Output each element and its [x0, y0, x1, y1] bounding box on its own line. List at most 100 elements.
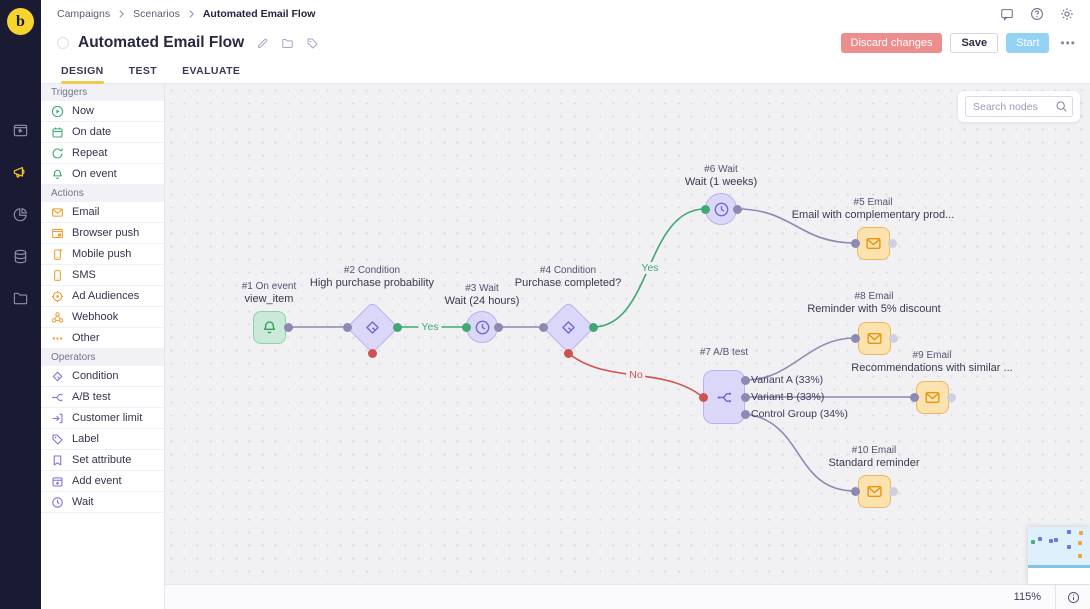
pencil-icon[interactable] [256, 37, 269, 50]
palette-section-operators: Operators [41, 349, 164, 366]
breadcrumb-item-scenarios[interactable]: Scenarios [133, 8, 180, 20]
rail-item-folder[interactable] [0, 277, 41, 319]
port-dot[interactable] [563, 348, 573, 358]
brand-logo[interactable]: b [7, 8, 34, 35]
edge[interactable] [736, 208, 856, 244]
edge[interactable] [567, 352, 704, 398]
minimap-node-dot [1079, 531, 1083, 535]
action-buttons: Discard changes Save Start ••• [840, 33, 1076, 53]
tab-test[interactable]: TEST [128, 64, 158, 77]
rail-item-pie-chart[interactable] [0, 193, 41, 235]
palette-item-mobile-push[interactable]: Mobile push [41, 244, 164, 265]
palette-item-on-event[interactable]: On event [41, 164, 164, 185]
save-button[interactable]: Save [950, 33, 999, 53]
port-dot[interactable] [909, 392, 919, 402]
comment-icon[interactable] [1000, 7, 1014, 21]
breadcrumb-item-campaigns[interactable]: Campaigns [57, 8, 111, 20]
node-3-wait[interactable] [466, 311, 498, 343]
port-dot[interactable] [283, 322, 293, 332]
palette-item-a-b-test[interactable]: A/B test [41, 387, 164, 408]
palette-item-ad-audiences[interactable]: Ad Audiences [41, 286, 164, 307]
rail-item-database[interactable] [0, 235, 41, 277]
palette-item-sms[interactable]: SMS [41, 265, 164, 286]
port-dot[interactable] [367, 348, 377, 358]
gear-icon[interactable] [1060, 7, 1074, 21]
node-2-condition[interactable] [345, 300, 399, 354]
breadcrumb-item-automated-email-flow[interactable]: Automated Email Flow [202, 8, 316, 20]
node-7-a-b-test[interactable] [703, 370, 745, 424]
port-dot[interactable] [493, 322, 503, 332]
clock-icon [51, 496, 64, 509]
port-dot[interactable] [698, 392, 708, 402]
rail-item-app-window[interactable] [0, 109, 41, 151]
palette-item-browser-push[interactable]: Browser push [41, 223, 164, 244]
folder-small-icon[interactable] [281, 37, 294, 50]
palette-item-label: On event [72, 168, 117, 180]
port-dot[interactable] [850, 238, 860, 248]
info-icon[interactable] [1056, 591, 1090, 604]
help-icon[interactable] [1030, 7, 1044, 21]
port-dot[interactable] [342, 322, 352, 332]
tab-evaluate[interactable]: EVALUATE [182, 64, 241, 77]
minimap-viewport[interactable] [1028, 527, 1090, 568]
port-dot[interactable] [850, 486, 860, 496]
node-8-email[interactable] [857, 321, 891, 355]
port-dot[interactable] [700, 204, 710, 214]
port-dot[interactable] [887, 238, 897, 248]
node-1-on-event[interactable] [252, 310, 286, 344]
port-dot[interactable] [538, 322, 548, 332]
palette-item-customer-limit[interactable]: Customer limit [41, 408, 164, 429]
palette-item-webhook[interactable]: Webhook [41, 307, 164, 328]
port-dot[interactable] [946, 392, 956, 402]
node-5-email[interactable] [856, 226, 890, 260]
minimap-node-dot [1067, 545, 1071, 549]
palette-item-email[interactable]: Email [41, 202, 164, 223]
top-bar: Campaigns Scenarios Automated Email Flow [41, 0, 1090, 28]
more-options-button[interactable]: ••• [1060, 36, 1076, 50]
rail-item-megaphone[interactable] [0, 151, 41, 193]
palette-item-repeat[interactable]: Repeat [41, 143, 164, 164]
port-dot[interactable] [740, 392, 750, 402]
palette-item-condition[interactable]: Condition [41, 366, 164, 387]
port-dot[interactable] [392, 322, 402, 332]
envelope-icon [924, 389, 941, 406]
port-dot[interactable] [740, 375, 750, 385]
port-dot[interactable] [850, 333, 860, 343]
tab-design[interactable]: DESIGN [61, 58, 104, 84]
palette-item-label: Label [72, 433, 99, 445]
edge[interactable] [744, 337, 856, 381]
palette-item-add-event[interactable]: Add event [41, 471, 164, 492]
edge[interactable] [744, 413, 856, 492]
palette-item-on-date[interactable]: On date [41, 122, 164, 143]
start-button[interactable]: Start [1006, 33, 1050, 53]
palette-item-now[interactable]: Now [41, 101, 164, 122]
topbar-icons [1000, 7, 1074, 21]
palette-item-other[interactable]: Other [41, 328, 164, 349]
palette-item-label: Other [72, 332, 100, 344]
node-10-email[interactable] [857, 474, 891, 508]
palette-item-set-attribute[interactable]: Set attribute [41, 450, 164, 471]
zoom-level[interactable]: 115% [1013, 591, 1041, 603]
port-dot[interactable] [740, 409, 750, 419]
divider [1055, 585, 1056, 609]
breadcrumb-separator [188, 9, 195, 19]
port-dot[interactable] [461, 322, 471, 332]
port-dot[interactable] [588, 322, 598, 332]
node-4-condition[interactable] [541, 300, 595, 354]
minimap[interactable] [1028, 527, 1090, 584]
browser-push-icon [51, 227, 64, 240]
port-dot[interactable] [732, 204, 742, 214]
node-6-wait[interactable] [705, 193, 737, 225]
discard-changes-button[interactable]: Discard changes [840, 33, 943, 53]
edge[interactable] [592, 208, 706, 328]
tag-small-icon[interactable] [306, 37, 319, 50]
port-dot[interactable] [888, 333, 898, 343]
search-nodes-input[interactable] [965, 96, 1073, 117]
palette-item-label[interactable]: Label [41, 429, 164, 450]
node-9-email[interactable] [915, 380, 949, 414]
app-window-icon [12, 122, 29, 139]
palette-item-wait[interactable]: Wait [41, 492, 164, 513]
port-dot[interactable] [888, 486, 898, 496]
